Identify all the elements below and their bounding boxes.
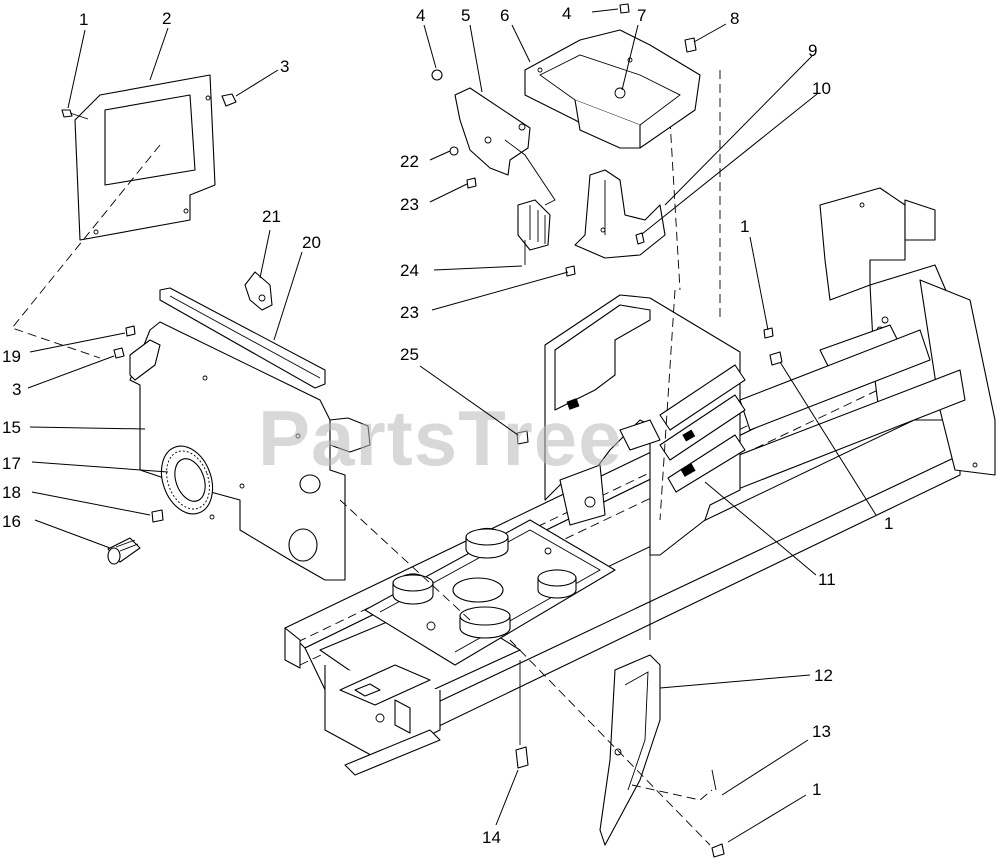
nut-3-upper [221, 93, 237, 107]
rubber-mount [392, 573, 434, 605]
side-cover-12 [599, 654, 661, 846]
callout-3: 3 [12, 380, 21, 399]
callout-24: 24 [400, 261, 419, 280]
callout-3: 3 [280, 57, 289, 76]
callout-12: 12 [814, 666, 833, 685]
clip-14 [515, 660, 529, 769]
decal-13 [711, 769, 717, 791]
bracket-5 [454, 87, 556, 206]
screw-18 [151, 509, 164, 523]
callout-20: 20 [302, 233, 321, 252]
switch-24 [517, 199, 551, 265]
vent-17 [160, 445, 214, 515]
strip-20 [159, 287, 326, 389]
callout-15: 15 [2, 418, 21, 437]
callout-23: 23 [400, 303, 419, 322]
main-frame [284, 187, 996, 776]
callout-17: 17 [2, 454, 21, 473]
small-hardware [431, 3, 783, 445]
callout-25: 25 [400, 345, 419, 364]
upper-side-panel [74, 74, 216, 241]
callout-10: 10 [812, 79, 831, 98]
cap-16 [107, 537, 141, 565]
callout-5: 5 [461, 6, 470, 25]
callout-1: 1 [79, 10, 88, 29]
callout-2: 2 [162, 9, 171, 28]
assembly-line [631, 784, 713, 801]
callout-9: 9 [808, 41, 817, 60]
screw-1-lower [711, 843, 725, 858]
bracket-9 [574, 169, 666, 259]
callout-1: 1 [812, 780, 821, 799]
callout-6: 6 [500, 6, 509, 25]
callout-numbers: 1 2 3 4 5 6 4 7 8 9 10 22 23 24 23 21 20… [2, 4, 893, 847]
callout-23: 23 [400, 195, 419, 214]
left-side-panel [129, 321, 371, 581]
callout-21: 21 [262, 207, 281, 226]
callout-22: 22 [400, 152, 419, 171]
assembly-line [509, 639, 711, 846]
assembly-line [339, 499, 471, 621]
callout-11: 11 [818, 570, 836, 589]
nut-3-lower [113, 347, 125, 359]
callout-7: 7 [637, 6, 646, 25]
rubber-mount [537, 569, 577, 599]
callout-4: 4 [562, 4, 571, 23]
screw-19 [125, 325, 136, 337]
callout-1: 1 [884, 514, 893, 533]
callout-4: 4 [416, 6, 425, 25]
tray-6 [524, 29, 701, 149]
callout-19: 19 [2, 347, 21, 366]
bracket-21 [244, 271, 273, 311]
callout-1: 1 [740, 217, 749, 236]
bolt-1-upper [61, 109, 89, 120]
leader-lines [27, 8, 877, 843]
assembly-line [11, 144, 161, 359]
callout-13: 13 [812, 722, 831, 741]
rubber-mount [459, 606, 511, 639]
rubber-mount [465, 527, 509, 559]
callout-8: 8 [730, 9, 739, 28]
callout-14: 14 [482, 828, 501, 847]
console-11 [544, 70, 746, 640]
callout-18: 18 [2, 483, 21, 502]
callout-16: 16 [2, 512, 21, 531]
watermark: PartsTree [258, 394, 623, 482]
